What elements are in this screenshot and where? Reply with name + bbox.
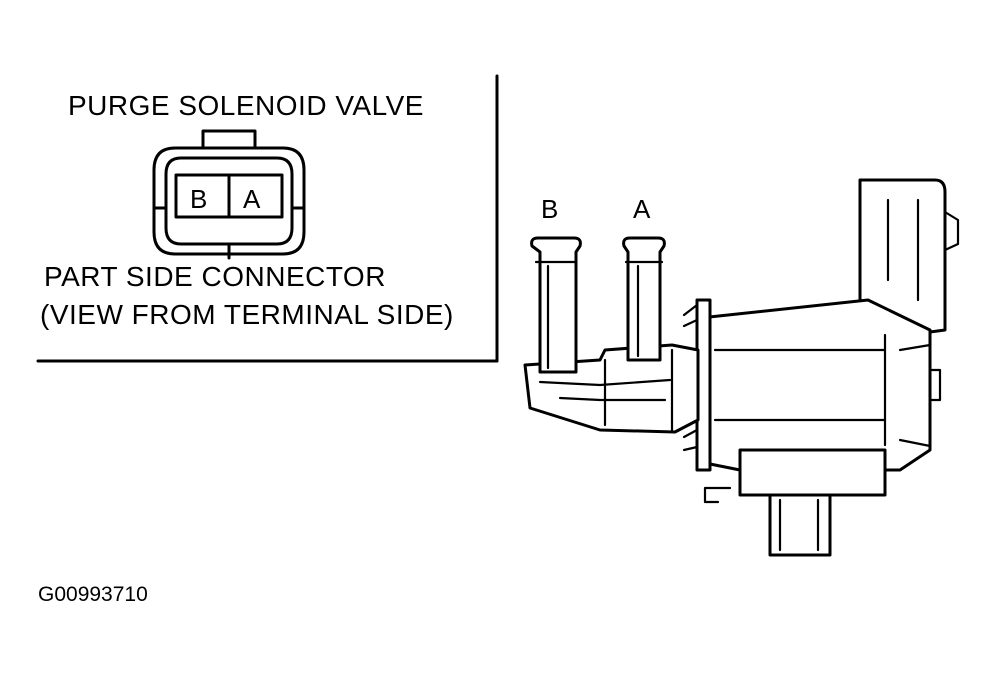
inset-title: PURGE SOLENOID VALVE — [68, 90, 424, 121]
connector-face — [152, 129, 306, 260]
figure-code: G00993710 — [38, 583, 148, 606]
connector-pin-b: B — [190, 184, 207, 214]
valve-port-a-label: A — [633, 194, 651, 224]
connector-pin-a: A — [243, 184, 261, 214]
solenoid-valve-drawing — [523, 178, 960, 557]
inset-frame — [36, 74, 499, 363]
inset-caption-line-2: (VIEW FROM TERMINAL SIDE) — [40, 299, 454, 330]
valve-port-b-label: B — [541, 194, 558, 224]
inset-caption-line-1: PART SIDE CONNECTOR — [44, 261, 386, 292]
